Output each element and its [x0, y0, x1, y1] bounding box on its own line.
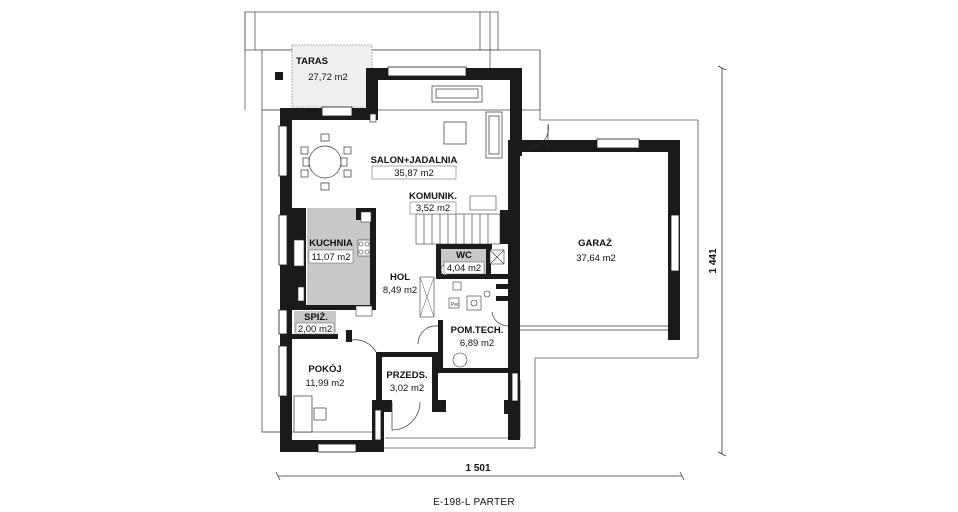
water-heater — [452, 352, 468, 368]
label-garaz-name: GARAŻ — [578, 238, 612, 249]
label-pokoj-name: POKÓJ — [308, 363, 341, 375]
label-kuchnia-name: KUCHNIA — [309, 238, 353, 249]
label-pokoj-area: 11,99 m2 — [306, 378, 345, 389]
label-kuchnia-area: 11,07 m2 — [312, 252, 351, 263]
label-przeds-area: 3,02 m2 — [390, 383, 424, 394]
living-furniture — [369, 85, 503, 159]
label-salon-area: 35,87 m2 — [394, 168, 434, 179]
label-wc-area: 4,04 m2 — [447, 263, 481, 274]
label-taras-area: 27,72 m2 — [308, 72, 348, 83]
terrace-area — [291, 44, 373, 108]
boiler-label: Pec — [451, 302, 460, 308]
plan-title: E-198-L PARTER — [433, 497, 515, 508]
terrace-outline — [244, 11, 699, 449]
depth-dimension — [717, 65, 727, 457]
garage-door — [520, 325, 668, 331]
width-dimension-text: 1 501 — [465, 463, 490, 474]
room-labels: TARAS 27,72 m2 SALON+JADALNIA 35,87 m2 K… — [294, 56, 616, 394]
depth-dimension-text: 1 441 — [708, 248, 719, 273]
label-pomtech-area: 6,89 m2 — [460, 338, 494, 349]
label-hol-name: HOL — [390, 272, 410, 283]
label-pomtech-name: POM.TECH. — [451, 325, 504, 336]
label-spiz-name: SPIŻ. — [304, 312, 328, 323]
width-dimension — [275, 471, 685, 481]
label-hol-area: 8,49 m2 — [383, 285, 417, 296]
windows — [278, 66, 680, 453]
entrance-door — [351, 123, 549, 431]
label-komunik-name: KOMUNIK. — [409, 191, 457, 202]
label-spiz-area: 2,00 m2 — [298, 324, 332, 335]
stairs — [415, 195, 501, 245]
label-komunik-area: 3,52 m2 — [416, 203, 450, 214]
kitchen-fixtures — [293, 211, 373, 317]
label-przeds-name: PRZEDS. — [386, 370, 427, 381]
hall-rug — [419, 276, 435, 318]
terrace-post — [275, 72, 283, 80]
label-garaz-area: 37,64 m2 — [576, 253, 616, 264]
label-salon-name: SALON+JADALNIA — [371, 155, 458, 166]
label-taras-name: TARAS — [296, 56, 328, 67]
dining-table — [300, 133, 352, 191]
bedroom-desk — [293, 395, 327, 433]
label-wc-name: WC — [456, 250, 472, 261]
